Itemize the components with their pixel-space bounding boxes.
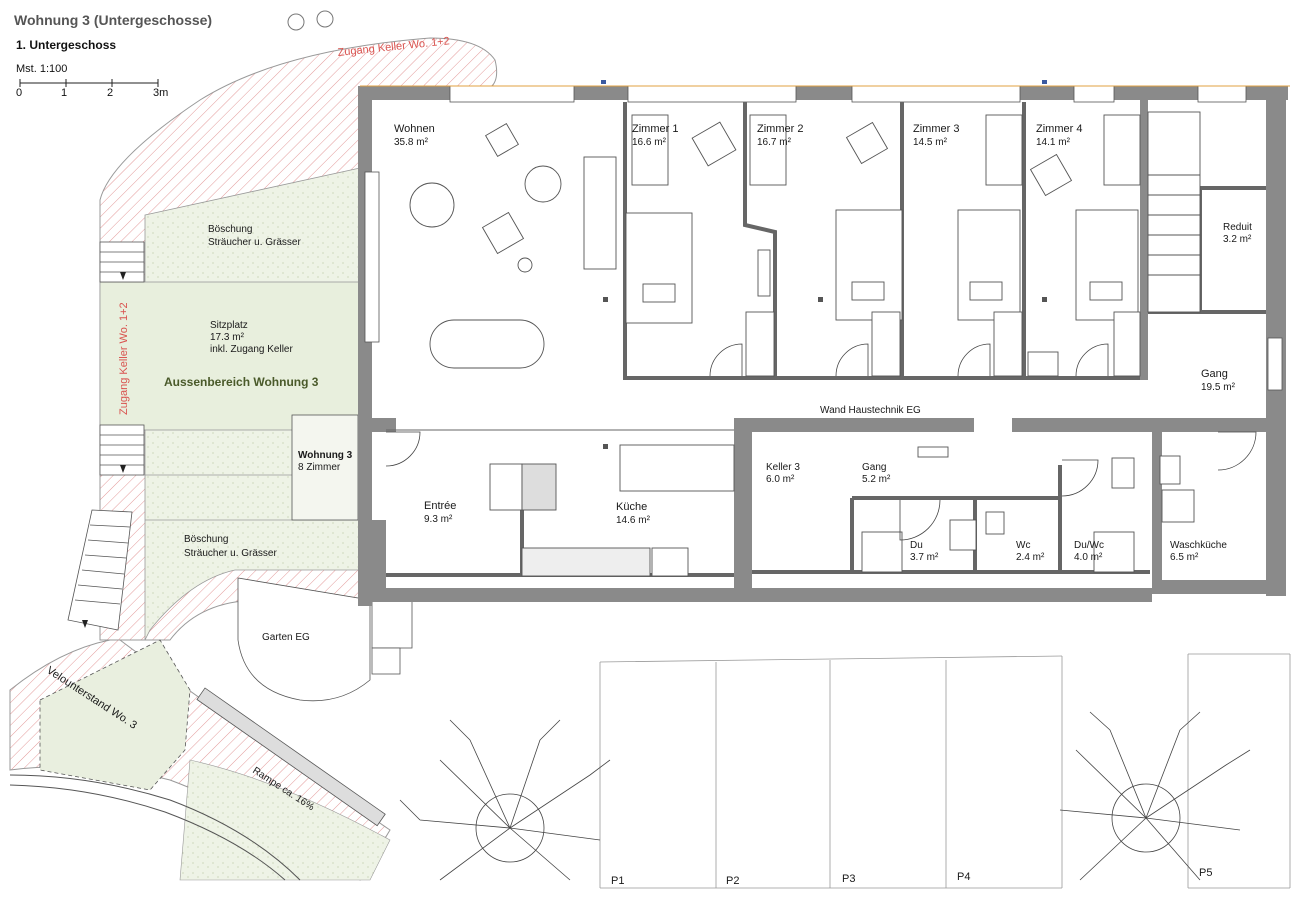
wohnung3-label-b: 8 Zimmer xyxy=(298,462,341,473)
garten-label: Garten EG xyxy=(262,632,310,643)
room-area-wohnen: 35.8 m² xyxy=(394,137,429,148)
scale-tick-2: 2 xyxy=(107,87,114,99)
doors xyxy=(385,343,1257,541)
room-area-zimmer3: 14.5 m² xyxy=(913,137,948,148)
room-name-zimmer1: Zimmer 1 xyxy=(632,123,678,135)
ramp-wall xyxy=(196,687,386,827)
aussenbereich-label: Aussenbereich Wohnung 3 xyxy=(164,375,319,389)
room-name-waschkueche: Waschküche xyxy=(1170,540,1227,551)
boeschung-label-2b: Sträucher u. Grässer xyxy=(184,548,277,559)
room-area-zimmer4: 14.1 m² xyxy=(1036,137,1071,148)
room-name-zimmer2: Zimmer 2 xyxy=(757,123,803,135)
tree-left xyxy=(399,719,611,881)
room-area-waschkueche: 6.5 m² xyxy=(1170,552,1199,563)
boeschung-label-1b: Sträucher u. Grässer xyxy=(208,237,301,248)
scale-label: Mst. 1:100 xyxy=(16,63,68,75)
shrub-circle xyxy=(287,13,305,31)
scale-tick-1: 1 xyxy=(61,87,68,99)
room-area-duwc: 4.0 m² xyxy=(1074,552,1103,563)
parking-lines xyxy=(599,653,1291,889)
wall-label: Wand Haustechnik EG xyxy=(820,405,921,416)
room-name-zimmer4: Zimmer 4 xyxy=(1036,123,1082,135)
garden-area xyxy=(237,577,371,702)
windows xyxy=(364,85,1283,391)
room-name-du: Du xyxy=(910,540,923,551)
boeschung-label-1a: Böschung xyxy=(208,224,252,235)
sitzplatz-label-a: Sitzplatz xyxy=(210,320,248,331)
room-name-entree: Entrée xyxy=(424,500,456,512)
room-area-entree: 9.3 m² xyxy=(424,514,453,525)
room-name-keller3: Keller 3 xyxy=(766,462,800,473)
stair-arrows xyxy=(82,272,126,628)
furniture xyxy=(409,111,1201,577)
room-area-gang-small: 5.2 m² xyxy=(862,474,891,485)
room-area-zimmer2: 16.7 m² xyxy=(757,137,792,148)
sitzplatz-area xyxy=(99,281,361,431)
room-name-gang-small: Gang xyxy=(862,462,886,473)
markers xyxy=(601,80,1047,449)
shrub-circle xyxy=(316,10,334,28)
parking-label-p2: P2 xyxy=(726,875,739,887)
room-area-wc: 2.4 m² xyxy=(1016,552,1045,563)
plan-title: Wohnung 3 (Untergeschosse) xyxy=(14,12,213,28)
sitzplatz-label-c: inkl. Zugang Keller xyxy=(210,344,293,355)
room-area-keller3: 6.0 m² xyxy=(766,474,795,485)
scale-bar xyxy=(19,79,159,87)
sitzplatz-label-b: 17.3 m² xyxy=(210,332,245,343)
zugang-label-side: Zugang Keller Wo. 1+2 xyxy=(118,302,130,415)
room-name-reduit: Reduit xyxy=(1223,222,1252,233)
room-area-reduit: 3.2 m² xyxy=(1223,234,1252,245)
room-name-wohnen: Wohnen xyxy=(394,123,435,135)
scale-tick-3: 3m xyxy=(153,87,169,99)
parking-label-p4: P4 xyxy=(957,871,970,883)
room-area-gang: 19.5 m² xyxy=(1201,382,1236,393)
room-walls xyxy=(386,102,1266,577)
floor-label: 1. Untergeschoss xyxy=(16,38,117,52)
room-name-kueche: Küche xyxy=(616,501,647,513)
scale-tick-0: 0 xyxy=(16,87,23,99)
boeschung-label-2a: Böschung xyxy=(184,534,228,545)
tree-right xyxy=(1059,711,1251,881)
entrance-box xyxy=(291,414,359,521)
parking-label-p1: P1 xyxy=(611,875,624,887)
wohnung3-label-a: Wohnung 3 xyxy=(298,450,353,461)
outdoor-stairs xyxy=(67,241,145,631)
room-name-zimmer3: Zimmer 3 xyxy=(913,123,959,135)
room-area-zimmer1: 16.6 m² xyxy=(632,137,667,148)
room-name-duwc: Du/Wc xyxy=(1074,540,1104,551)
parking-label-p5: P5 xyxy=(1199,867,1212,879)
room-area-kueche: 14.6 m² xyxy=(616,515,651,526)
room-area-du: 3.7 m² xyxy=(910,552,939,563)
room-name-gang: Gang xyxy=(1201,368,1228,380)
parking-label-p3: P3 xyxy=(842,873,855,885)
room-name-wc: Wc xyxy=(1016,540,1030,551)
